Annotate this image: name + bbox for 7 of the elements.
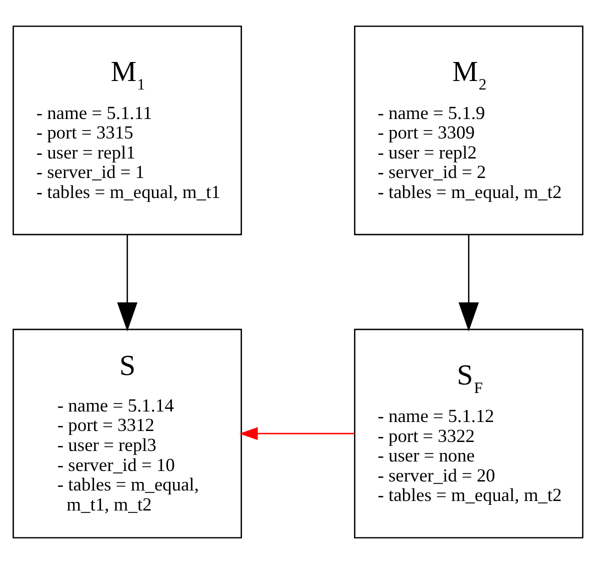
arrow (458, 234, 479, 331)
node-box: S - name = 5.1.14 - port = 3312 - user = repl3 - server_id = 10 - tables = m_equal, m_t1, m_t2 (12, 328, 242, 538)
arrow (239, 426, 355, 440)
node-box: M$_{2}$ - name = 5.1.9 - port = 3309 - user = repl2 - server_id = 2 - tables = m_equal, m_t2 (354, 25, 584, 235)
node-box: S$_{F}$ - name = 5.1.12 - port = 3322 - user = none - server_id = 20 - tables = m_equal, m_t2 (354, 328, 584, 538)
arrow (117, 234, 138, 331)
node-box: M$_{1}$ - name = 5.1.11 - port = 3315 - user = repl1 - server_id = 1 - tables = m_equal, m_t1 (12, 25, 242, 235)
